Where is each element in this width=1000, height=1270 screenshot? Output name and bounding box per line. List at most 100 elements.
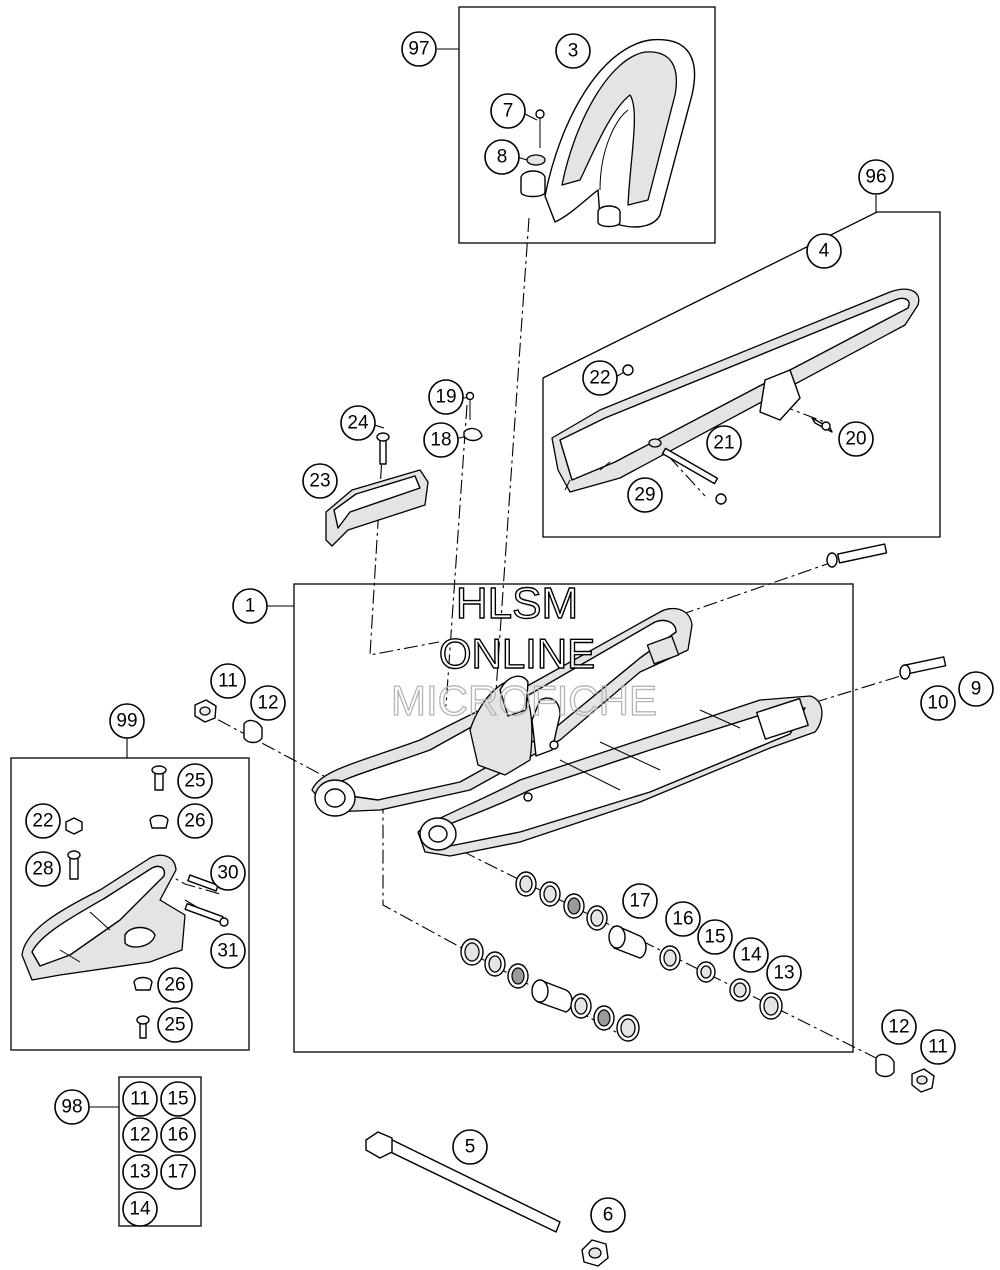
swingarm-part	[311, 607, 823, 857]
svg-text:16: 16	[672, 909, 693, 930]
svg-text:14: 14	[740, 945, 762, 966]
svg-text:4: 4	[819, 241, 830, 262]
svg-text:9: 9	[971, 679, 982, 700]
callout-96: 96	[858, 159, 894, 195]
bearings-upper-part	[515, 871, 783, 1020]
svg-text:19: 19	[435, 387, 456, 408]
axle-part	[365, 1131, 609, 1267]
callout-19: 19	[428, 379, 464, 415]
callout-98: 98	[54, 1089, 90, 1125]
callout-kit-12: 12	[122, 1117, 158, 1153]
callout-kit-13: 13	[122, 1154, 158, 1190]
callout-22: 22	[582, 360, 618, 396]
chain-slider-part	[551, 288, 920, 505]
callout-9: 9	[958, 671, 994, 707]
callout-7: 7	[490, 93, 526, 129]
svg-text:96: 96	[865, 167, 886, 188]
callout-11: 11	[210, 663, 246, 699]
callout-kit-14: 14	[122, 1191, 158, 1227]
svg-text:5: 5	[465, 1137, 476, 1158]
svg-text:26: 26	[184, 811, 205, 832]
svg-text:29: 29	[634, 485, 655, 506]
svg-text:20: 20	[845, 429, 866, 450]
callout-13: 13	[766, 955, 802, 991]
frame-kit-group	[118, 1076, 202, 1227]
svg-text:99: 99	[116, 711, 137, 732]
svg-text:3: 3	[568, 41, 579, 62]
callout-31: 31	[210, 933, 246, 969]
pins-part	[826, 543, 947, 680]
callout-26-lower: 26	[157, 967, 193, 1003]
callout-12-lower: 12	[881, 1009, 917, 1045]
svg-text:12: 12	[888, 1017, 909, 1038]
callout-25-lower: 25	[157, 1007, 193, 1043]
svg-text:11: 11	[130, 1089, 150, 1110]
callout-kit-11: 11	[122, 1081, 158, 1117]
callout-4: 4	[806, 233, 842, 269]
svg-text:8: 8	[497, 147, 508, 168]
svg-text:11: 11	[928, 1037, 948, 1058]
nut-bush-left-part	[194, 699, 263, 744]
svg-text:22: 22	[589, 368, 610, 389]
svg-text:23: 23	[309, 471, 330, 492]
callout-23: 23	[302, 463, 338, 499]
svg-text:15: 15	[167, 1089, 188, 1110]
svg-text:22: 22	[32, 811, 53, 832]
callout-97: 97	[401, 31, 437, 67]
bearings-lower-part	[460, 938, 640, 1042]
svg-text:21: 21	[713, 433, 734, 454]
callout-30: 30	[210, 855, 246, 891]
callout-99: 99	[109, 703, 145, 739]
callout-21: 21	[706, 425, 742, 461]
svg-text:24: 24	[347, 413, 369, 434]
callout-28: 28	[25, 851, 61, 887]
svg-text:7: 7	[503, 101, 514, 122]
callout-26: 26	[177, 803, 213, 839]
callout-22-guide: 22	[25, 803, 61, 839]
callout-3: 3	[555, 33, 591, 69]
callout-18: 18	[423, 422, 459, 458]
svg-text:17: 17	[167, 1162, 188, 1183]
callout-24: 24	[340, 405, 376, 441]
callout-kit-17: 17	[160, 1154, 196, 1190]
svg-text:14: 14	[129, 1199, 151, 1220]
svg-text:98: 98	[61, 1097, 82, 1118]
callout-8: 8	[484, 139, 520, 175]
svg-text:97: 97	[408, 39, 429, 60]
svg-text:17: 17	[629, 891, 650, 912]
callout-17: 17	[622, 883, 658, 919]
watermark-line3: MICROFICHE	[391, 677, 657, 724]
svg-text:30: 30	[217, 863, 238, 884]
frame-guide-group	[10, 757, 250, 1051]
slide-guard-part	[325, 432, 429, 547]
svg-text:13: 13	[129, 1162, 150, 1183]
watermark: HLSM ONLINE MICROFICHE	[390, 578, 657, 724]
svg-text:11: 11	[218, 671, 238, 692]
svg-text:12: 12	[129, 1125, 150, 1146]
svg-text:31: 31	[217, 941, 238, 962]
chain-guard-part	[520, 38, 696, 228]
callout-20: 20	[838, 421, 874, 457]
callout-16: 16	[665, 901, 701, 937]
callout-11-lower: 11	[920, 1029, 956, 1065]
callout-kit-15: 15	[160, 1081, 196, 1117]
callout-15: 15	[697, 919, 733, 955]
callout-kit-16: 16	[160, 1117, 196, 1153]
callout-12: 12	[250, 685, 286, 721]
callout-25: 25	[177, 763, 213, 799]
callout-29: 29	[627, 477, 663, 513]
watermark-line2: ONLINE	[439, 630, 595, 677]
svg-text:15: 15	[704, 927, 725, 948]
callout-1: 1	[232, 588, 268, 624]
svg-text:1: 1	[245, 596, 256, 617]
svg-text:25: 25	[164, 1015, 185, 1036]
svg-text:12: 12	[257, 693, 278, 714]
chain-guide-part	[21, 765, 229, 1039]
callout-6: 6	[590, 1197, 626, 1233]
svg-text:26: 26	[164, 975, 185, 996]
svg-text:6: 6	[603, 1205, 614, 1226]
svg-text:28: 28	[32, 859, 53, 880]
svg-text:25: 25	[184, 771, 205, 792]
watermark-line1: HLSM	[456, 579, 578, 628]
